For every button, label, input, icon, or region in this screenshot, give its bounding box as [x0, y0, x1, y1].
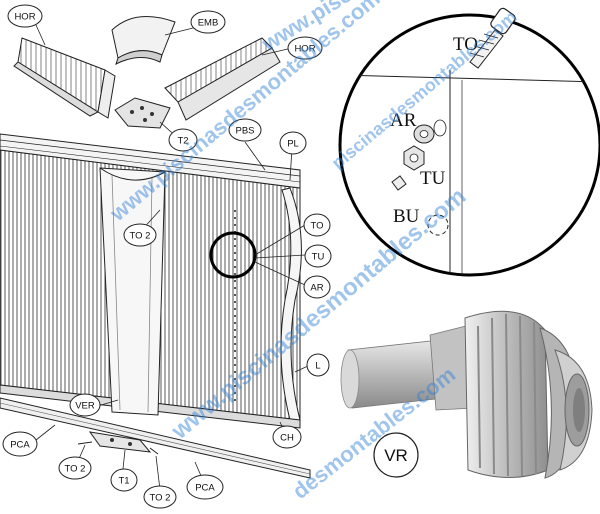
- label-pl: PL: [287, 139, 299, 150]
- label-pca-right: PCA: [195, 483, 215, 494]
- callout-pca-left: PCA: [2, 431, 38, 457]
- callout-to2-vertical: TO 2: [123, 223, 157, 247]
- label-hor-left: HOR: [14, 12, 35, 23]
- t1-fitting: [77, 431, 159, 455]
- callout-t1: T1: [110, 468, 138, 492]
- label-hor-right: HOR: [294, 44, 315, 55]
- label-vr: VR: [384, 446, 408, 465]
- hor-right-part: [164, 37, 281, 121]
- detail-label-tu: TU: [420, 168, 446, 189]
- callout-ver: VER: [69, 393, 101, 417]
- callout-to2-bottom-right: TO 2: [143, 485, 177, 509]
- ground-rail: [0, 397, 311, 479]
- nut-tu: [403, 145, 425, 171]
- label-to2-bottom-right: TO 2: [150, 493, 171, 504]
- label-t1: T1: [118, 476, 129, 487]
- detail-circle: TO AR TU BU: [338, 7, 600, 277]
- callout-ar: AR: [303, 275, 331, 299]
- screw-to: [469, 7, 516, 69]
- callout-emb: EMB: [190, 10, 226, 34]
- label-pca-left: PCA: [10, 440, 30, 451]
- label-to2-vertical: TO 2: [130, 231, 151, 242]
- emb-part: [111, 16, 176, 65]
- label-to2-bottom-left: TO 2: [65, 464, 86, 475]
- callout-t2: T2: [168, 128, 198, 152]
- label-ar: AR: [310, 283, 323, 294]
- label-t2: T2: [177, 136, 188, 147]
- callout-pbs: PBS: [228, 118, 262, 142]
- callout-pl: PL: [279, 131, 307, 155]
- callout-l: L: [306, 353, 330, 377]
- label-pbs: PBS: [235, 126, 254, 137]
- callout-ch: CH: [272, 425, 302, 449]
- callout-pca-right: PCA: [186, 474, 224, 500]
- detail-label-ar: AR: [390, 110, 417, 131]
- callout-tu: TU: [304, 244, 332, 268]
- label-ver: VER: [75, 401, 95, 412]
- callout-to: TO: [303, 213, 331, 237]
- t2-plate: [114, 97, 171, 129]
- label-to: TO: [310, 221, 323, 232]
- callout-hor-right: HOR: [287, 36, 323, 60]
- callout-to2-bottom-left: TO 2: [58, 456, 92, 480]
- callout-hor-left: HOR: [7, 4, 43, 28]
- callout-vr: VR: [373, 432, 419, 478]
- label-tu: TU: [312, 252, 325, 263]
- detail-label-bu: BU: [393, 206, 420, 227]
- label-emb: EMB: [198, 18, 219, 29]
- detail-label-to: TO: [453, 34, 478, 55]
- hor-left-part: [13, 37, 116, 119]
- label-l: L: [315, 361, 320, 372]
- washer-ar: [413, 124, 435, 144]
- vr-fitting: [340, 310, 593, 479]
- label-ch: CH: [280, 433, 294, 444]
